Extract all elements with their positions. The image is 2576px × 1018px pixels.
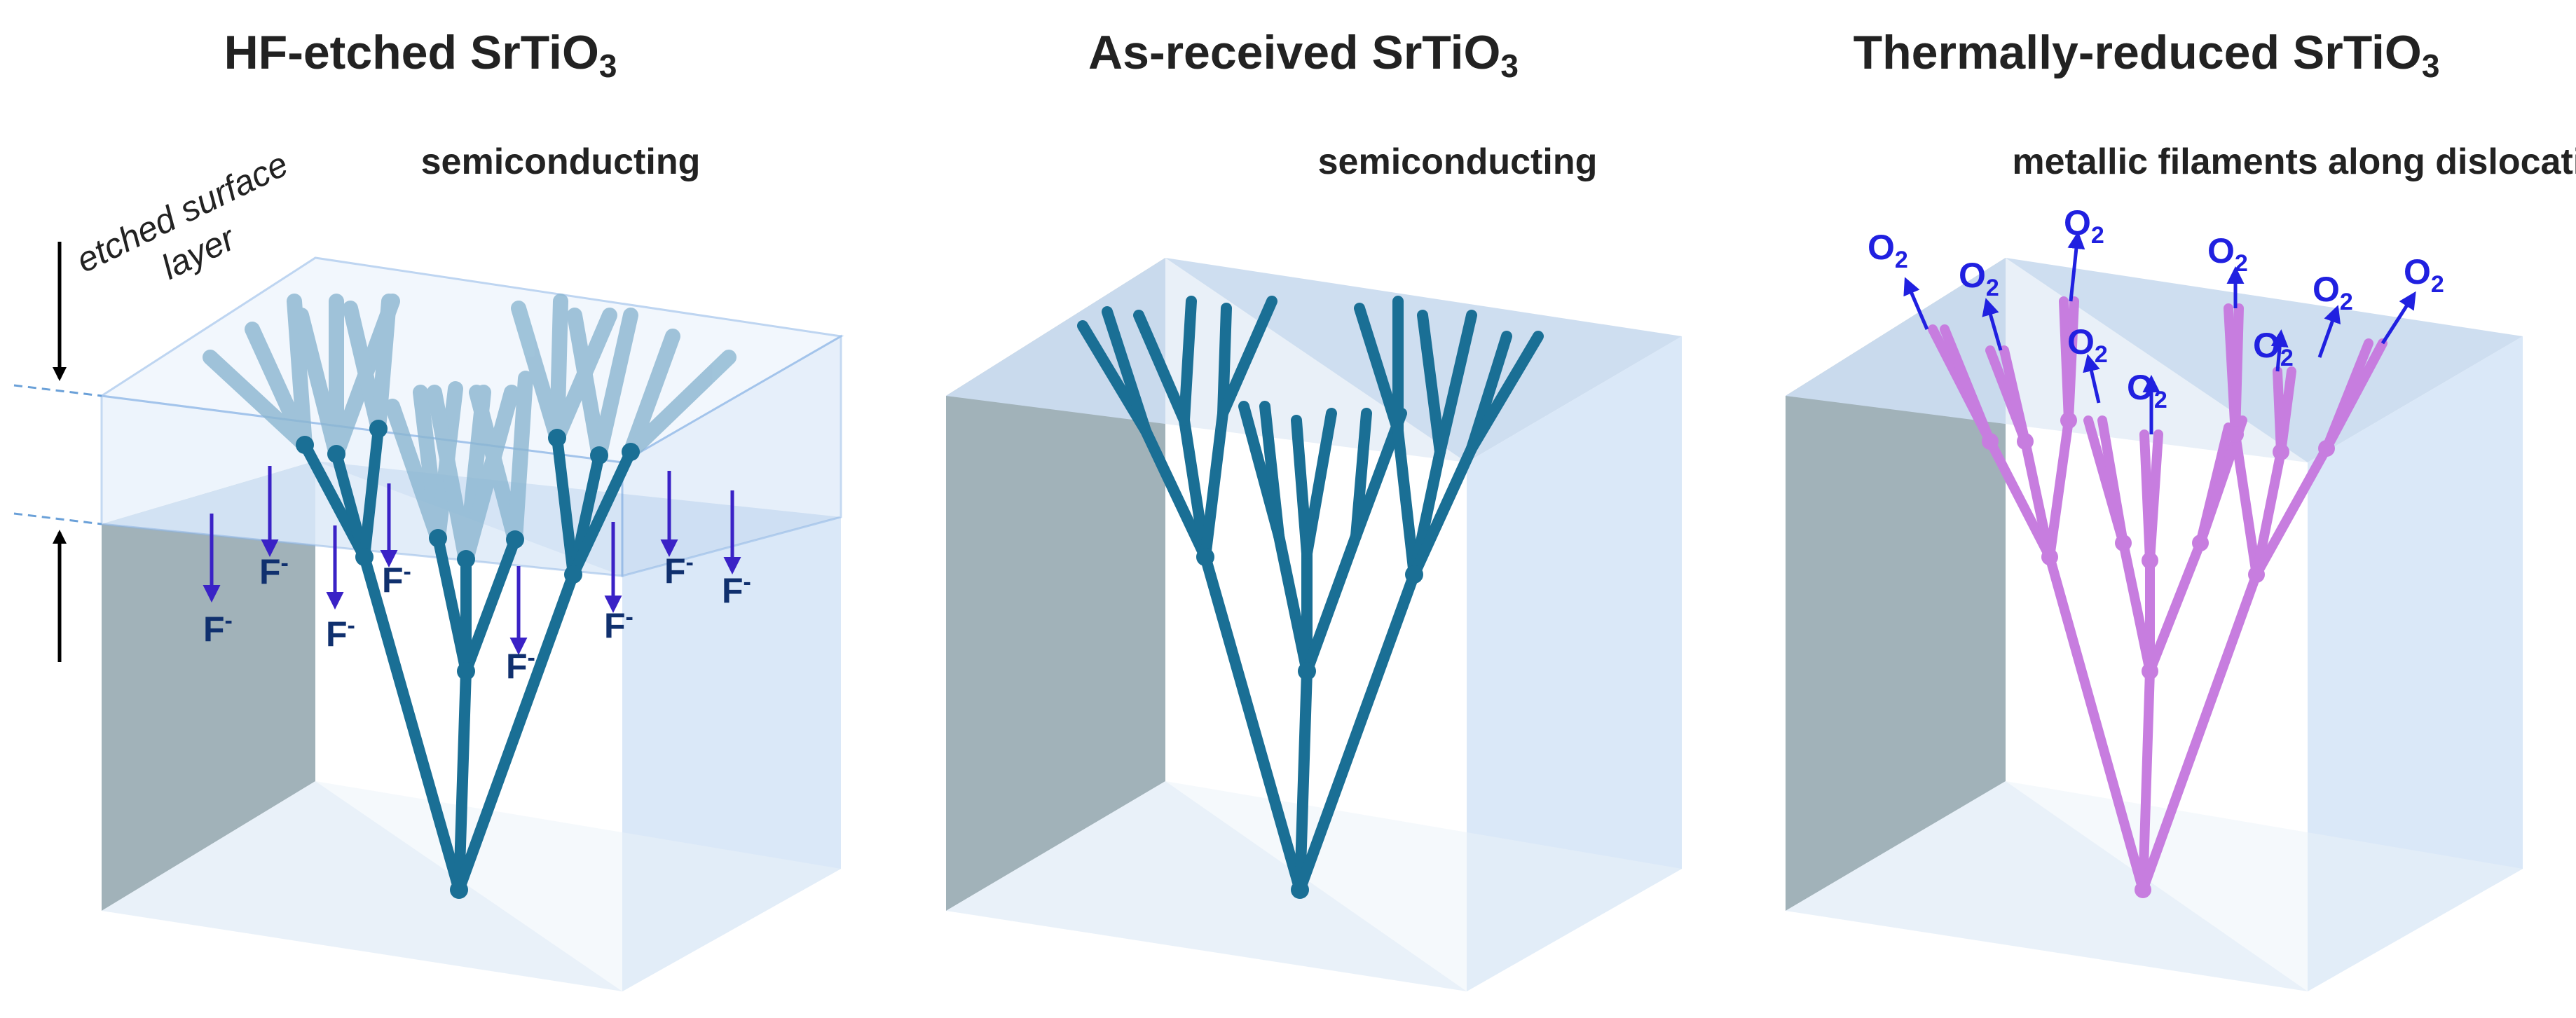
- oxygen-molecule: O2: [1868, 228, 1908, 273]
- fluoride-ion: F-: [326, 612, 355, 654]
- panel-2-diagram: [946, 258, 1682, 991]
- filament-nodes: [1982, 412, 2335, 898]
- metallic-filament-tree: [1928, 296, 2387, 895]
- oxygen-molecule: O2: [2253, 326, 2294, 371]
- fluoride-ion: F-: [604, 604, 633, 645]
- crystal-block-2: [946, 258, 1682, 991]
- fluoride-ion: F-: [664, 549, 694, 591]
- oxygen-molecule: O2: [2127, 368, 2167, 413]
- dislocation-tree-2: [1077, 296, 1544, 895]
- dislocation-nodes-2: [1196, 548, 1423, 899]
- panel-3-title: Thermally-reduced SrTiO3: [1854, 26, 2440, 84]
- oxygen-molecule: O2: [2207, 231, 2248, 277]
- fluoride-ion: F-: [506, 645, 535, 686]
- fluoride-arrows: [203, 466, 741, 655]
- etched-dislocation-branches: [203, 294, 737, 567]
- oxygen-molecule: O2: [2064, 203, 2104, 249]
- fluoride-ion: F-: [203, 607, 233, 649]
- panel-1-diagram: F- F- F- F- F- F- F- F- etched surface l…: [13, 144, 844, 991]
- panel-1-label: semiconducting: [421, 142, 701, 182]
- fluoride-ion: F-: [259, 550, 289, 591]
- panel-3-label: metallic filaments along dislocations: [2012, 142, 2576, 182]
- oxygen-molecule-labels: O2 O2 O2 O2 O2 O2 O2 O2 O2: [1868, 203, 2444, 413]
- panel-2-label: semiconducting: [1318, 142, 1598, 182]
- dislocation-nodes-1: [296, 420, 640, 899]
- fluoride-ion: F-: [382, 558, 411, 600]
- oxygen-molecule: O2: [2404, 252, 2444, 298]
- oxygen-molecule: O2: [2067, 322, 2108, 368]
- panel-1-title: HF-etched SrTiO3: [224, 26, 617, 84]
- etched-layer-dimension: [13, 242, 102, 662]
- oxygen-molecule: O2: [2313, 270, 2353, 315]
- oxygen-release-arrows: [1903, 231, 2416, 434]
- fluoride-ion: F-: [722, 569, 751, 610]
- dislocation-tree-1: [299, 423, 636, 895]
- panel-2-title: As-received SrTiO3: [1088, 26, 1519, 84]
- oxygen-molecule: O2: [1959, 256, 1999, 301]
- panel-3-diagram: O2 O2 O2 O2 O2 O2 O2 O2 O2: [1786, 203, 2523, 991]
- fluoride-ion-labels: F- F- F- F- F- F- F- F-: [203, 549, 751, 686]
